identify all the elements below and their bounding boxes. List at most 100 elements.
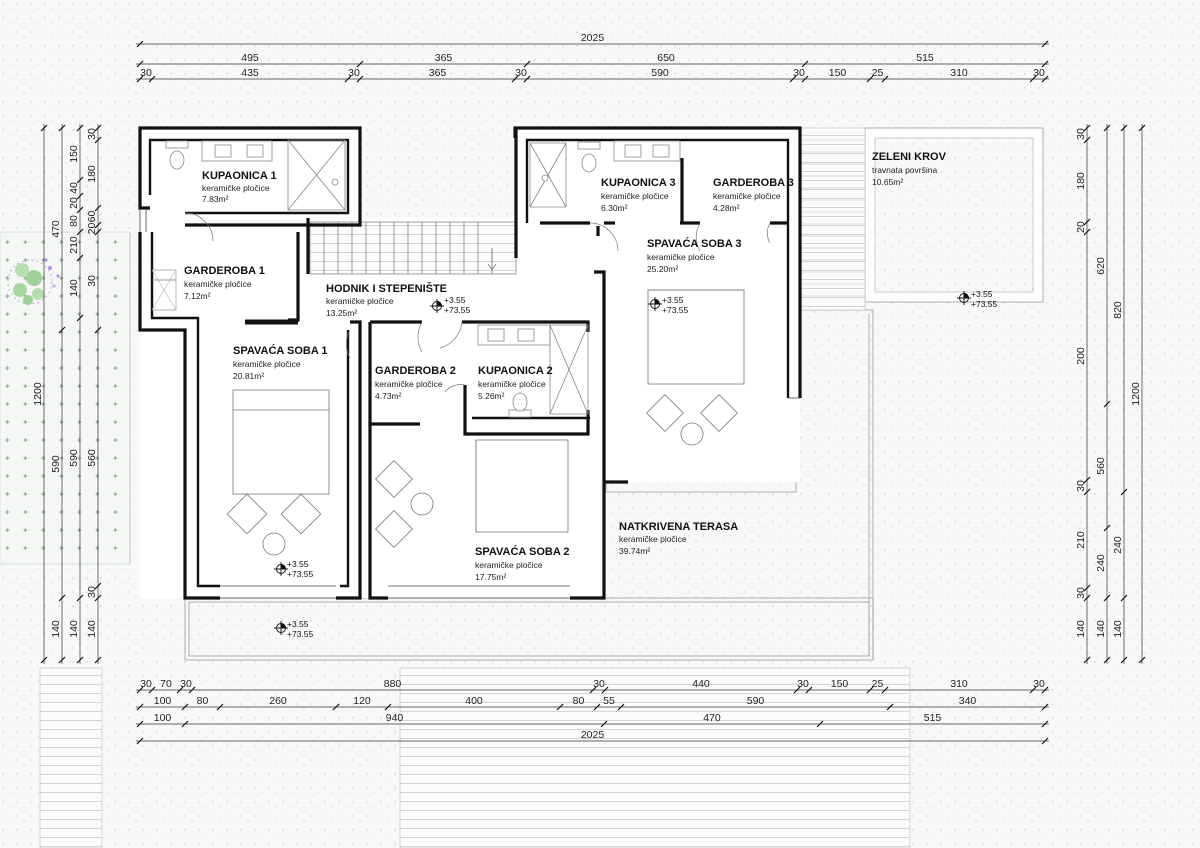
dimension-label: 310 [950,678,968,690]
room-name: HODNIK I STEPENIŠTE [326,282,447,295]
dimension-label: 2025 [581,729,605,741]
room-spavaca-2: SPAVAĆA SOBA 2 keramičke pločice 17.75m² [475,545,570,582]
dimension-label: 940 [386,712,404,724]
dimension-label: 150 [831,678,849,690]
dimension-label: 590 [747,695,765,707]
room-name: KUPAONICA 2 [478,365,553,377]
dimension-label: 435 [241,67,259,79]
dimension-tick [1083,228,1091,236]
dimension-label: 30 [180,678,192,690]
dimension-tick [136,75,144,83]
room-area: 4.28m² [713,203,740,213]
dimension-label: 400 [465,695,483,707]
level-marker-hall [430,299,444,313]
dimension-tick [881,686,889,694]
room-name: GARDEROBA 1 [184,265,265,277]
dimension-label: 30 [86,586,98,598]
dimension-tick [1083,218,1091,226]
dimension-tick [94,656,102,664]
dimension-label: 30 [1033,678,1045,690]
dimension-label: 365 [435,52,453,64]
dimension-tick [805,686,813,694]
dimension-tick [1029,75,1037,83]
dimension-label: 240 [1095,554,1107,572]
room-material: keramičke pločice [202,183,270,193]
dimension-tick [94,124,102,132]
dimension-tick [58,656,66,664]
dimension-label: 25 [872,678,884,690]
room-area: 5.26m² [478,391,505,401]
dimension-tick [866,686,874,694]
room-name: KUPAONICA 1 [202,170,277,182]
dimension-tick [1041,686,1049,694]
dimension-tick [332,703,340,711]
room-name: GARDEROBA 2 [375,365,456,377]
dimension-tick [94,326,102,334]
dimension-label: 590 [651,67,669,79]
dimension-tick [1138,124,1146,132]
dimension-label: 30 [797,678,809,690]
dimension-tick [511,75,519,83]
dimension-tick [1103,524,1111,532]
room-zeleni-krov: ZELENI KROV travnata površina 10.65m² [872,151,947,187]
dimension-label: 590 [50,455,62,473]
dimension-tick [1041,60,1049,68]
dimension-tick [188,686,196,694]
dimension-tick [76,228,84,236]
room-material: travnata površina [872,165,937,175]
dimension-label: 340 [959,695,977,707]
dimension-label: 140 [68,620,80,638]
dimension-label: 210 [1075,531,1087,549]
room-material: keramičke pločice [601,191,669,201]
room-area: 7.83m² [202,194,229,204]
room-name: GARDEROBA 3 [713,177,794,189]
dimension-tick [94,136,102,144]
dimension-label: 60 [86,211,98,223]
dimension-label: 20 [68,197,80,209]
dimension-label: 310 [950,67,968,79]
dimension-tick [181,703,189,711]
dimension-label: 30 [86,128,98,140]
room-material: keramičke pločice [619,534,687,544]
dimension-label: 80 [68,215,80,227]
dimension-tick [593,703,601,711]
dimension-tick [94,582,102,590]
dimension-label: 880 [384,678,402,690]
level-marker-roof [957,291,971,305]
dimension-label: 620 [1095,257,1107,275]
dimension-tick [356,60,364,68]
dimension-label: 1200 [1130,382,1142,406]
dimension-label: 20 [86,223,98,235]
dimension-label: 70 [160,678,172,690]
dimension-tick [1103,594,1111,602]
room-kupaonica-1: KUPAONICA 1 keramičke pločice 7.83m² [202,170,277,204]
dimension-tick [1041,703,1049,711]
dimension-tick [801,75,809,83]
door-swings [151,212,771,393]
level-bottom: +73.55 [444,305,471,315]
dimension-tick [40,124,48,132]
dimension-tick [136,703,144,711]
level-bottom: +73.55 [287,569,314,579]
dimension-tick [344,75,352,83]
dimension-tick [76,656,84,664]
dimension-label: 1200 [32,382,44,406]
room-area: 25.20m² [647,264,678,274]
room-material: keramičke pločice [647,252,715,262]
dimension-tick [356,75,364,83]
room-material: keramičke pločice [375,379,443,389]
dimension-label: 30 [348,67,360,79]
dimension-label: 30 [1075,128,1087,140]
level-bottom: +73.55 [971,299,998,309]
dimension-tick [1083,476,1091,484]
level-marker-terrace [274,621,288,635]
dimension-tick [76,594,84,602]
dimension-label: 260 [269,695,287,707]
dimension-tick [601,686,609,694]
room-kupaonica-2: KUPAONICA 2 keramičke pločice 5.26m² [478,365,553,401]
level-bottom: +73.55 [287,629,314,639]
room-garderoba-1: GARDEROBA 1 keramičke pločice 7.12m² [184,265,265,301]
room-name: KUPAONICA 3 [601,177,676,189]
dimension-tick [94,228,102,236]
dimension-tick [148,686,156,694]
